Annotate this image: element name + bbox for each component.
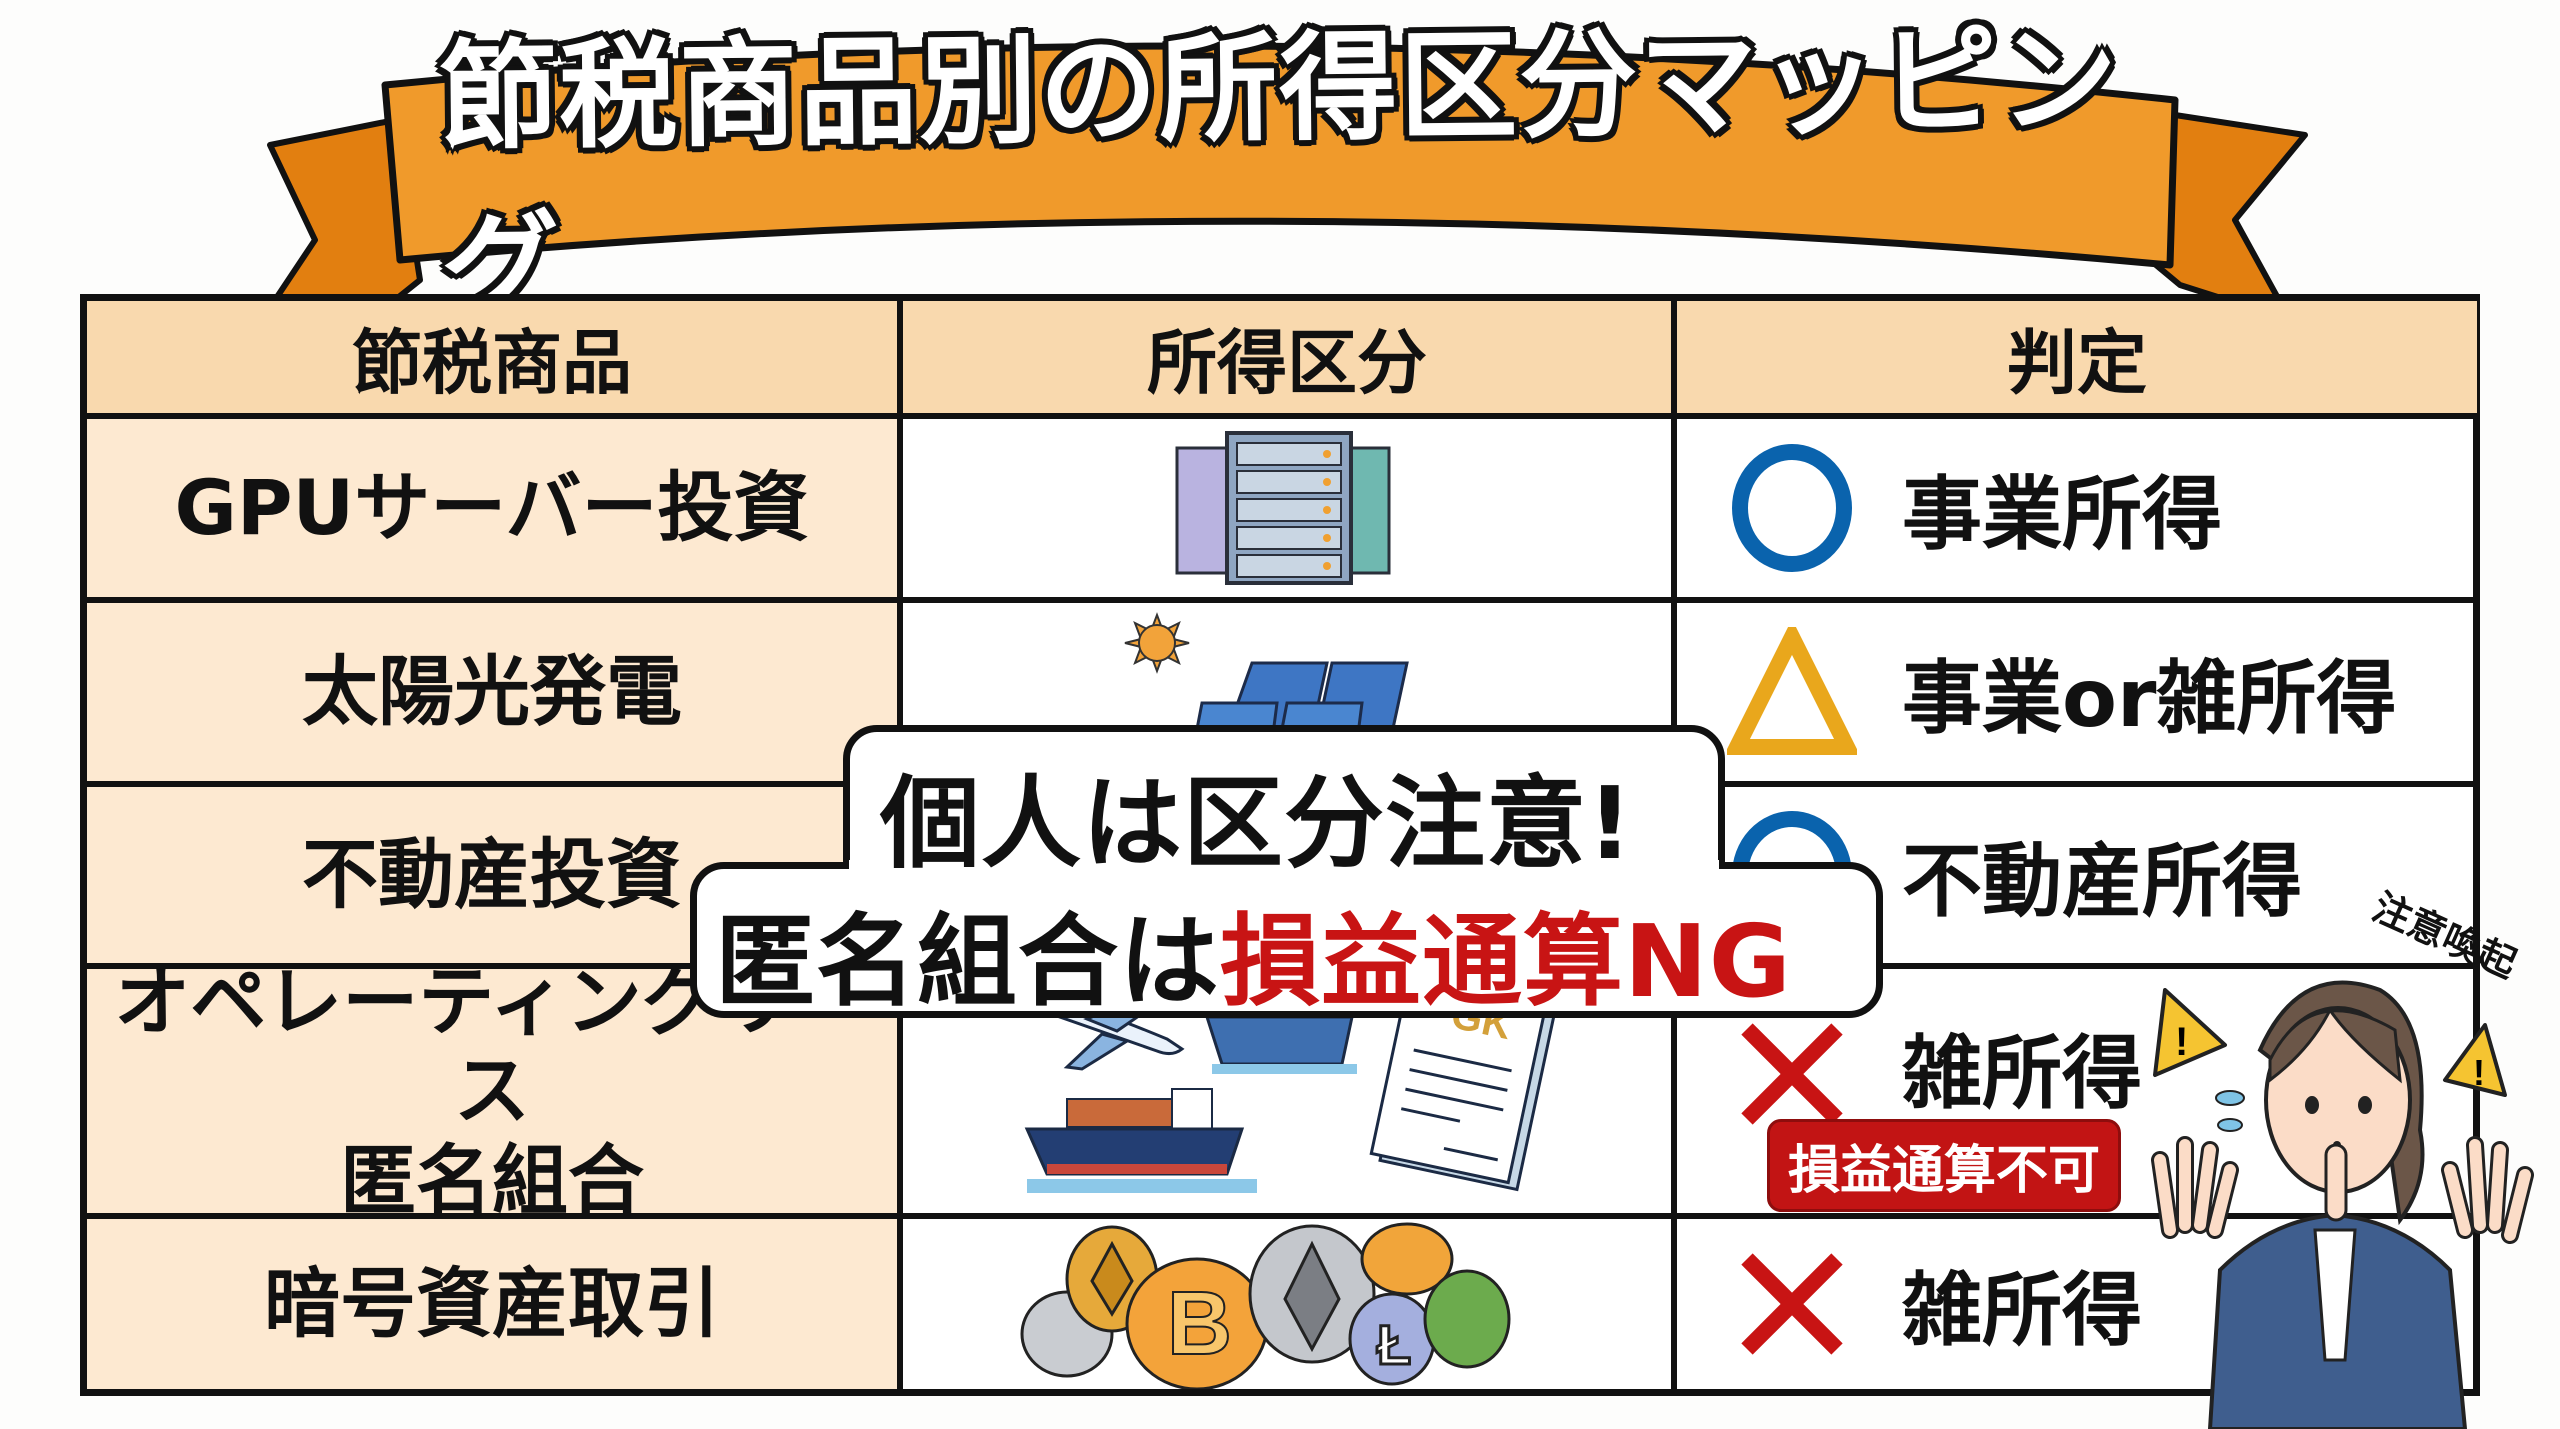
container-ship-icon	[1024, 1088, 1257, 1193]
judgment-text: 雑所得	[1902, 1264, 2142, 1357]
banner-title: 節税商品別の所得区分マッピング	[438, 10, 2120, 337]
row-divider	[87, 1213, 2473, 1219]
crypto-coins-icon: B Ł	[1020, 1222, 1511, 1389]
header-product: 節税商品	[87, 301, 897, 413]
row-divider	[87, 413, 2473, 419]
warning-triangle-icon: !	[2443, 1023, 2507, 1097]
loss-offset-not-allowed-badge: 損益通算不可	[1767, 1119, 2122, 1212]
warning-woman-character: ! !	[2151, 980, 2534, 1429]
callout-line1: 個人は区分注意!	[880, 765, 1634, 882]
triangle-mark-icon	[1727, 627, 1857, 755]
product-operating-lease-line2: 匿名組合	[340, 1135, 644, 1225]
warning-triangle-icon: !	[2153, 988, 2227, 1077]
product-crypto: 暗号資産取引	[87, 1219, 897, 1389]
illustration-cell-server	[903, 419, 1671, 597]
product-solar: 太陽光発電	[87, 603, 897, 781]
callout-joint	[849, 860, 1719, 900]
cross-mark-icon	[1741, 1023, 1843, 1125]
contract-document-icon: GK	[1369, 969, 1559, 1192]
judgment-solar: 事業or雑所得	[1677, 603, 2477, 781]
server-rack-icon	[1175, 431, 1391, 585]
callout-line2-black: 匿名組合は	[715, 903, 1220, 1020]
illustration-cell-crypto: B Ł	[903, 1219, 1671, 1389]
svg-text:!: !	[2473, 1052, 2485, 1093]
judgment-text: 不動産所得	[1902, 835, 2302, 928]
callout-line2: 匿名組合は損益通算NG	[715, 880, 1792, 1025]
judgment-text: 事業所得	[1902, 468, 2222, 561]
cross-mark-icon	[1741, 1253, 1843, 1355]
header-judgment: 判定	[1677, 301, 2477, 413]
header-income-category: 所得区分	[903, 301, 1671, 413]
title-banner-ribbon	[258, 42, 2308, 320]
svg-text:Ł: Ł	[1377, 1313, 1411, 1376]
svg-text:B: B	[1167, 1274, 1232, 1374]
judgment-text: 雑所得	[1902, 1027, 2142, 1120]
row-divider	[87, 597, 2473, 603]
product-gpu-server: GPUサーバー投資	[87, 419, 897, 597]
svg-text:!: !	[2175, 1020, 2188, 1064]
callout-line2-red: 損益通算NG	[1220, 903, 1792, 1020]
judgment-crypto: 雑所得	[1677, 1219, 2477, 1389]
judgment-operating-lease: 雑所得 損益通算不可	[1677, 969, 2477, 1213]
circle-mark-icon	[1732, 444, 1852, 572]
judgment-gpu-server: 事業所得	[1677, 419, 2477, 597]
judgment-text: 事業or雑所得	[1902, 652, 2397, 745]
